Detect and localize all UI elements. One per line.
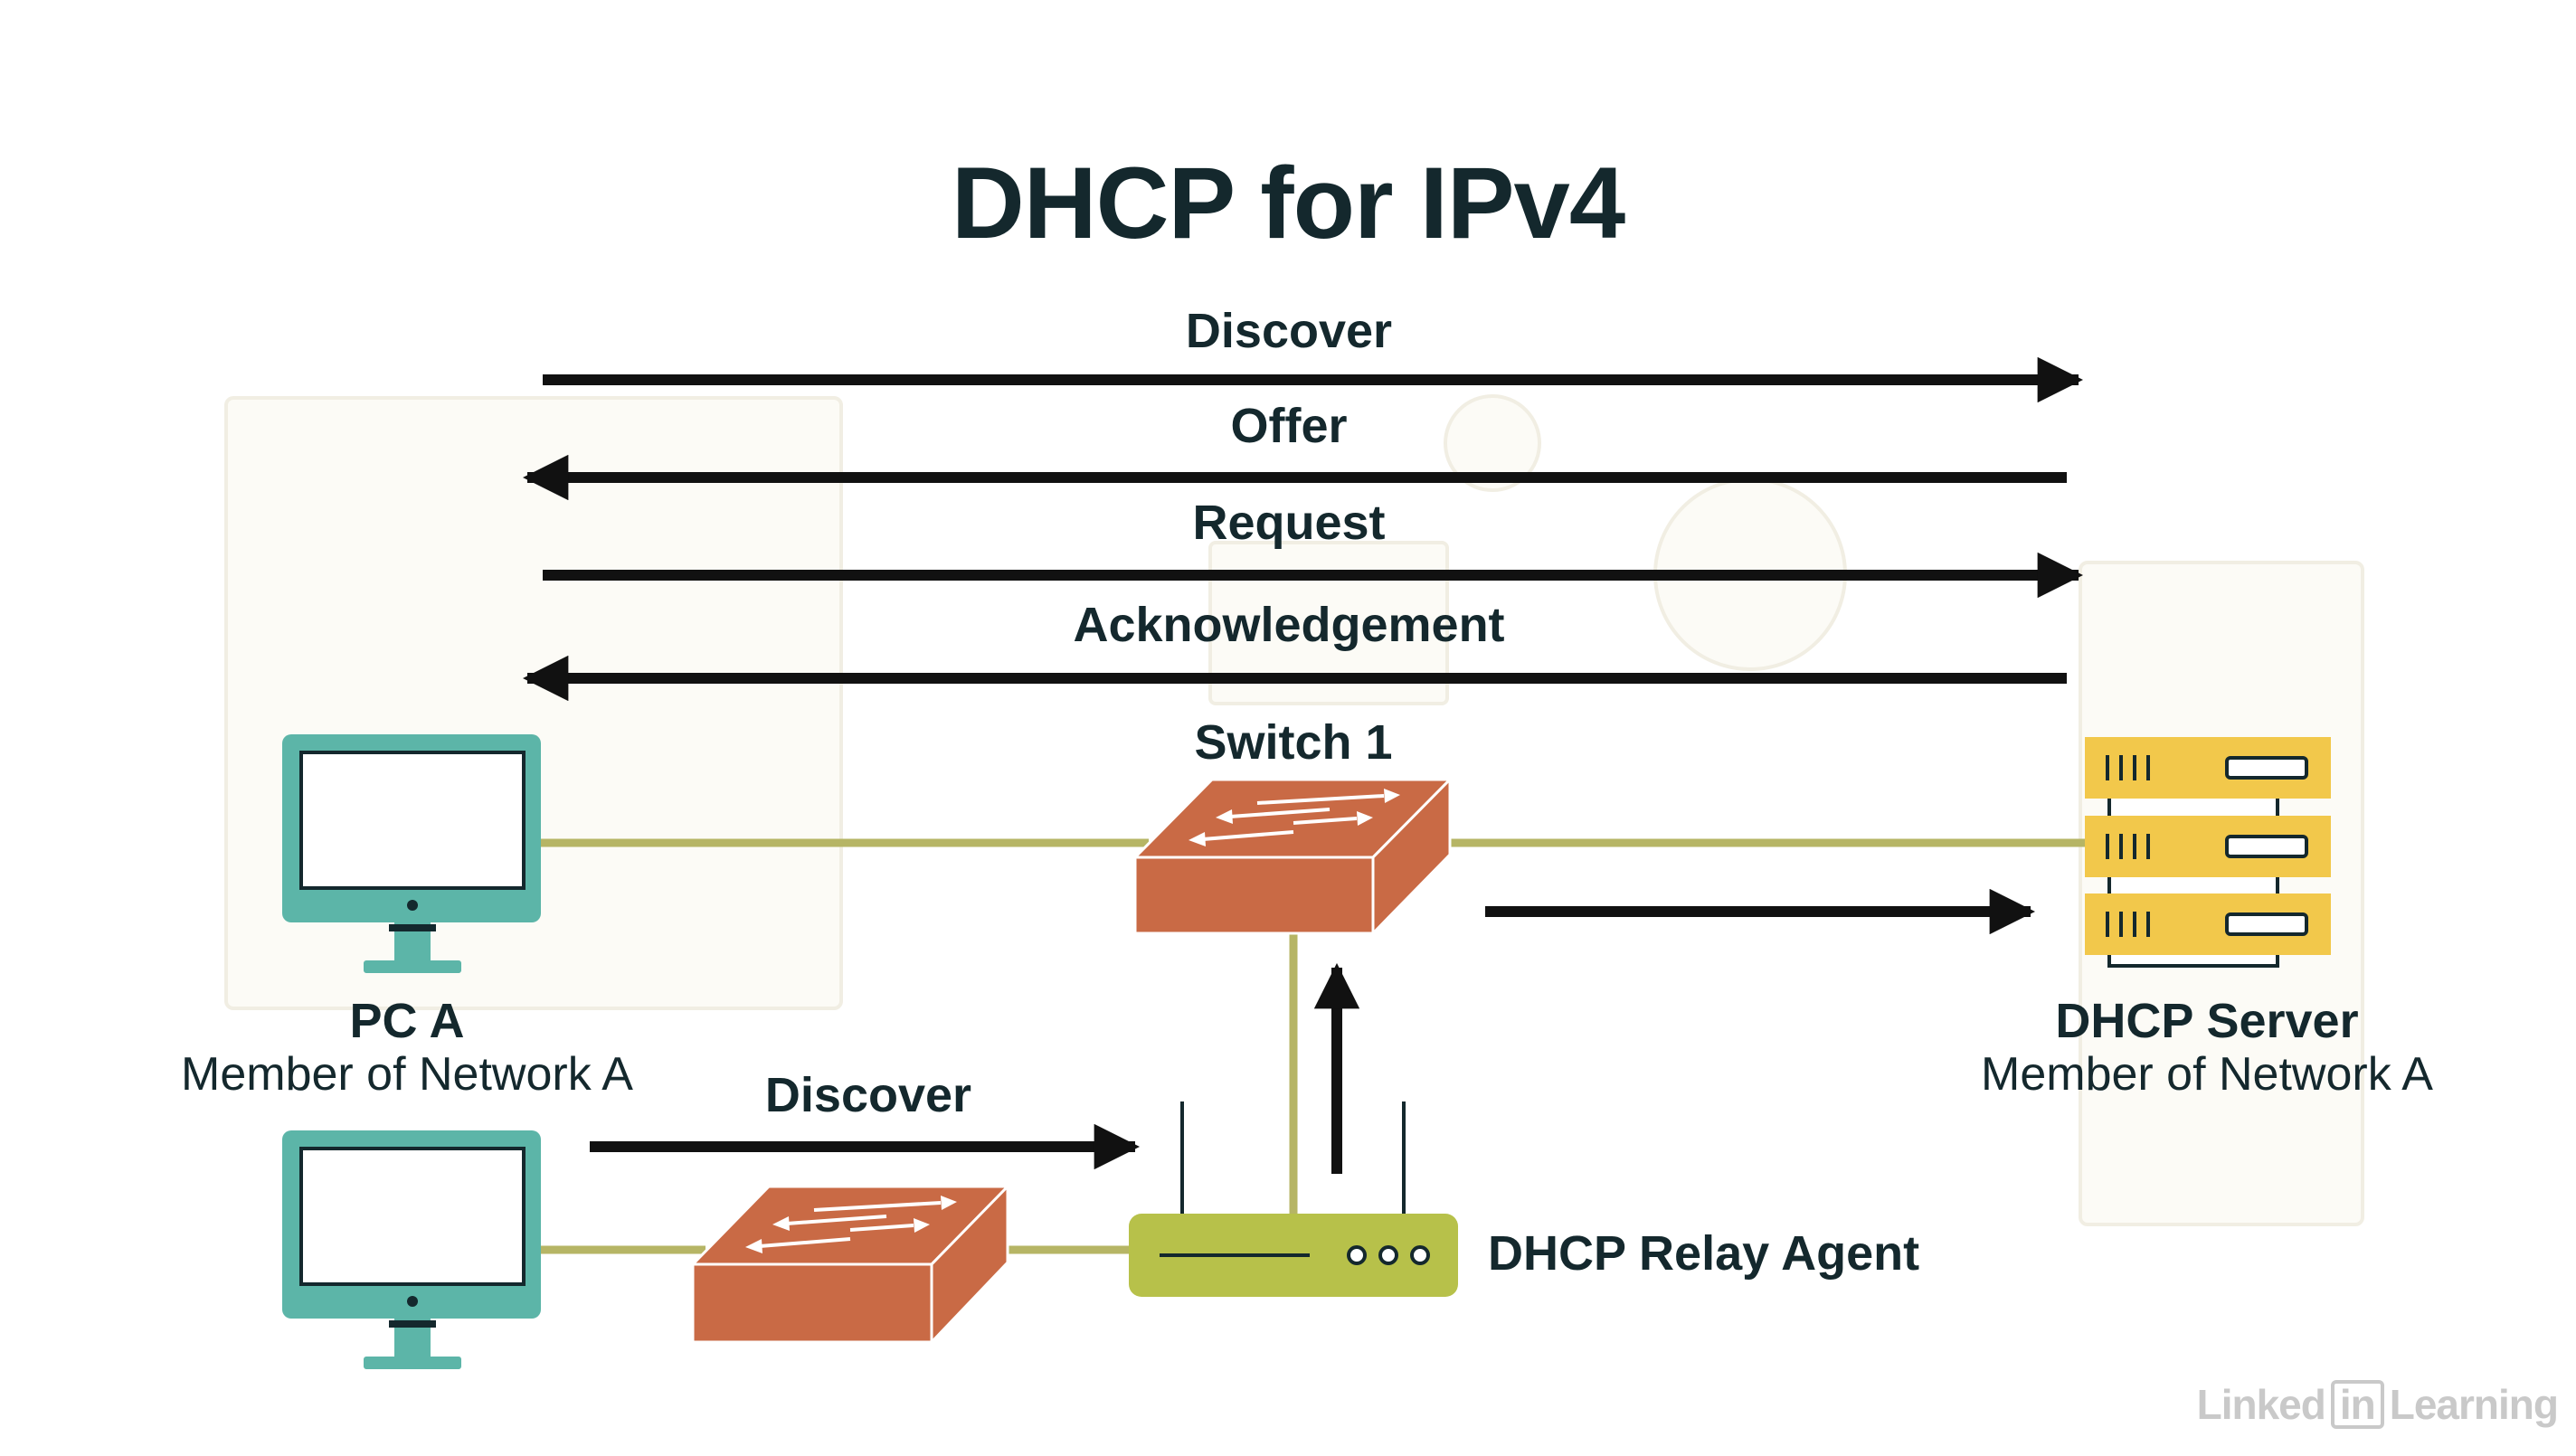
message-arrows: [522, 356, 2084, 1174]
dhcp-server-subtitle: Member of Network A: [1981, 1048, 2433, 1101]
pc-a-name: PC A: [349, 994, 465, 1048]
pc-a-subtitle: Member of Network A: [181, 1048, 633, 1101]
lower-discover-label: Discover: [764, 1068, 972, 1122]
relay-agent-router-icon: [1129, 1101, 1458, 1297]
discover-label: Discover: [1185, 304, 1393, 358]
switch-1-icon: [1132, 776, 1454, 937]
switch-1-label: Switch 1: [1194, 715, 1393, 770]
relay-agent-label: DHCP Relay Agent: [1488, 1226, 1920, 1281]
panel-center: [1208, 541, 1449, 705]
pc-b-monitor-icon: [282, 1130, 541, 1369]
switch-2-icon: [689, 1183, 1011, 1346]
pc-a-monitor-icon: [282, 734, 541, 973]
dhcp-server-name: DHCP Server: [2055, 994, 2359, 1048]
request-label: Request: [1192, 496, 1386, 550]
dhcp-server-icon: [2085, 737, 2331, 968]
acknowledgement-label: Acknowledgement: [1073, 598, 1505, 652]
offer-label: Offer: [1230, 399, 1348, 453]
page-title: DHCP for IPv4: [951, 147, 1625, 260]
panel-circle-small: [1444, 394, 1541, 492]
network-links: [538, 838, 2085, 1254]
